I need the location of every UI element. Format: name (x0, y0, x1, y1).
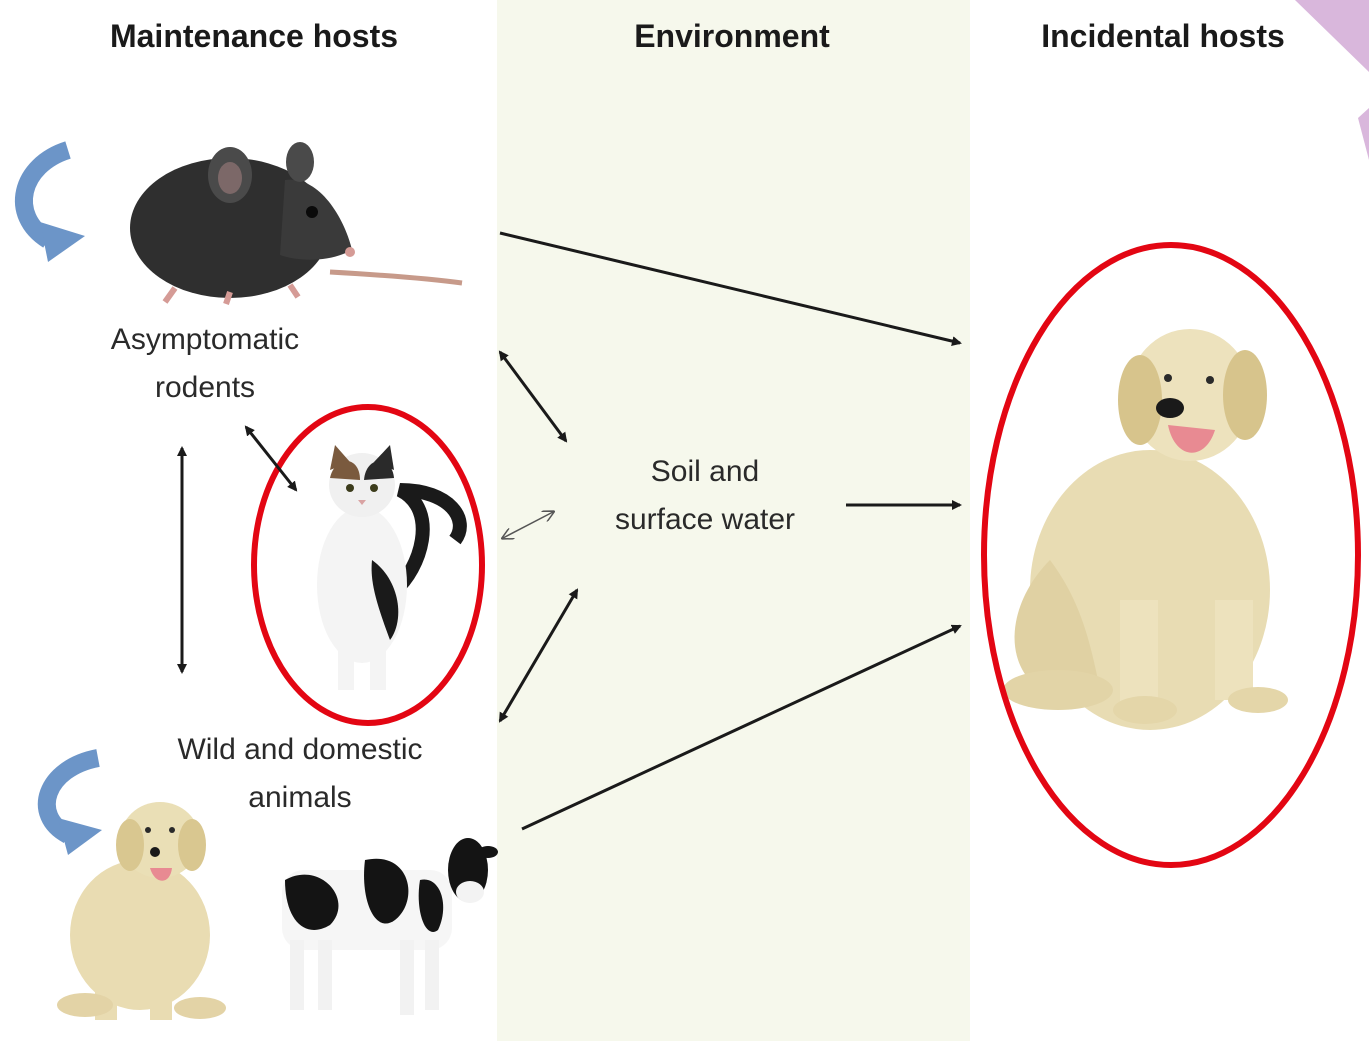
label-soil-surface-water: Soil and surface water (614, 455, 796, 536)
arrow-animals-to-incidental (521, 624, 962, 831)
small-dog-icon (57, 802, 226, 1020)
dog-highlight-circle (981, 242, 1361, 868)
cow-icon (282, 838, 498, 1015)
heading-environment: Environment (634, 18, 830, 54)
heading-maintenance-hosts: Maintenance hosts (109, 18, 399, 54)
cycle-arrow-icon (37, 749, 102, 855)
arrow-rodents-environment (498, 350, 568, 443)
rat-icon (130, 142, 463, 305)
cat-highlight-circle (251, 404, 485, 726)
corner-accent-side (1358, 108, 1369, 160)
large-dog-icon (1003, 329, 1288, 730)
cat-icon (317, 445, 467, 690)
heading-incidental-hosts: Incidental hosts (1041, 18, 1285, 54)
environment-band (497, 0, 970, 1041)
arrow-rodents-to-incidental (499, 231, 962, 347)
arrow-animals-environment (498, 588, 579, 723)
label-wild-domestic-animals: Wild and domestic animals (177, 733, 423, 814)
cycle-arrow-icon (15, 141, 85, 262)
arrow-rodents-cat (244, 425, 298, 492)
label-asymptomatic-rodents: Asymptomatic rodents (110, 323, 300, 404)
corner-accent-top (1295, 0, 1369, 72)
arrow-cat-environment (503, 512, 553, 538)
